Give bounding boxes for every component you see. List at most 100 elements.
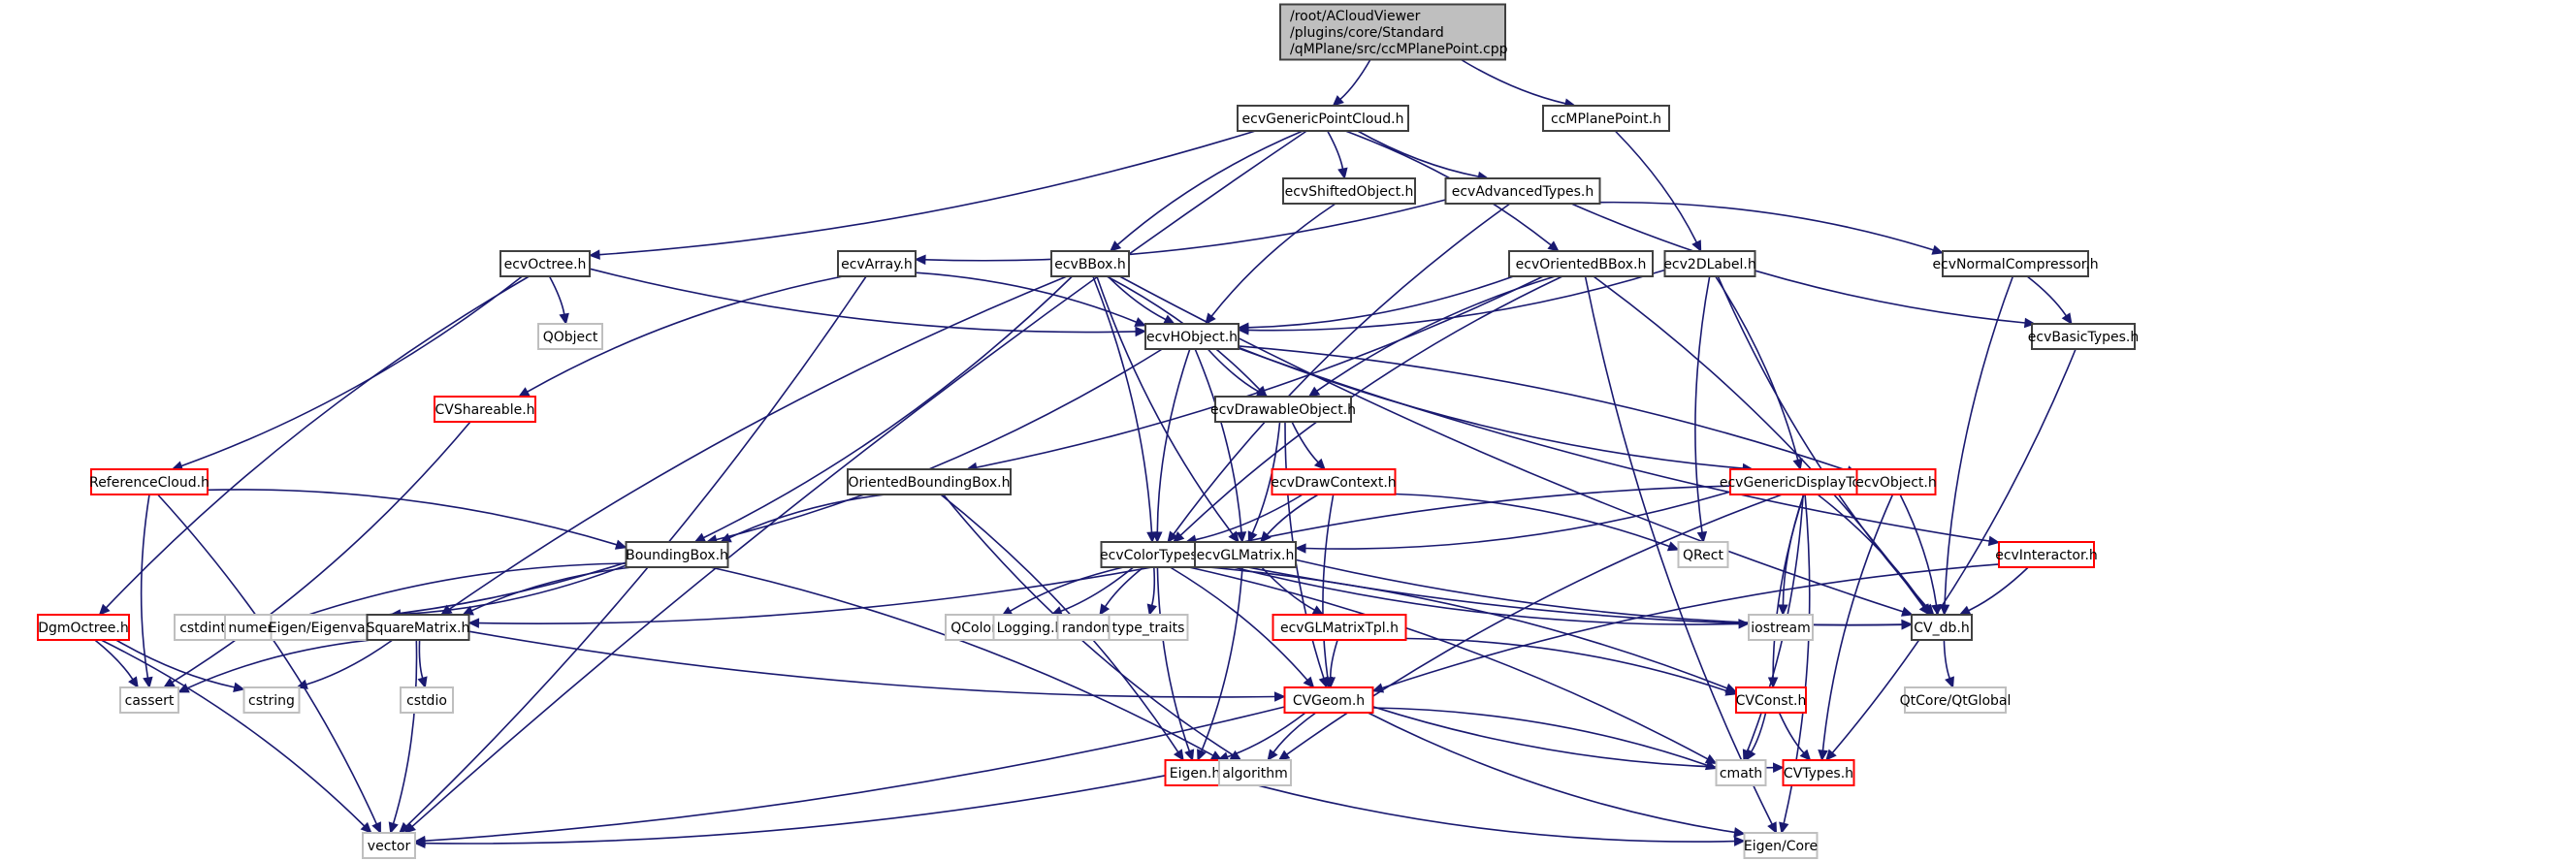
- node-ecvArray[interactable]: ecvArray.h: [837, 250, 917, 277]
- edge-ecvOctree-to-QObject: [548, 275, 569, 326]
- edge-ecvOrientedBBox-to-OrientedBoundingBox: [965, 275, 1544, 473]
- node-ecvDrawableObject[interactable]: ecvDrawableObject.h: [1210, 396, 1356, 423]
- node-ccMPlanePoint[interactable]: ccMPlanePoint.h: [1542, 105, 1670, 132]
- node-CVTypes[interactable]: CVTypes.h: [1782, 759, 1855, 786]
- node-ecvGLMatrix[interactable]: ecvGLMatrix.h: [1194, 541, 1297, 568]
- edge-ccMPlanePoint-to-ecv2DLabel: [1614, 130, 1702, 253]
- node-cstdint[interactable]: cstdint: [174, 614, 232, 641]
- node-box: [1283, 686, 1374, 714]
- node-CVGeom[interactable]: CVGeom.h: [1283, 686, 1374, 714]
- node-ecvGenericPointCloud[interactable]: ecvGenericPointCloud.h: [1237, 105, 1409, 132]
- node-ecvColorTypes[interactable]: ecvColorTypes.h: [1100, 541, 1210, 568]
- node-box: [1542, 105, 1670, 132]
- node-ecvAdvancedTypes[interactable]: ecvAdvancedTypes.h: [1444, 177, 1601, 205]
- node-ecvDrawContext[interactable]: ecvDrawContext.h: [1271, 468, 1397, 495]
- node-QObject[interactable]: QObject: [537, 323, 603, 350]
- arrowhead-icon: [1167, 530, 1178, 543]
- node-random[interactable]: random: [1056, 614, 1120, 641]
- node-SquareMatrix[interactable]: SquareMatrix.h: [366, 614, 470, 641]
- node-CVShareable[interactable]: CVShareable.h: [434, 396, 536, 423]
- node-QColor[interactable]: QColor: [945, 614, 1003, 641]
- arrowhead-icon: [1173, 749, 1184, 762]
- node-EigenCore[interactable]: Eigen/Core: [1743, 832, 1819, 859]
- node-Eigen[interactable]: Eigen.h: [1164, 759, 1226, 786]
- node-ecvInteractor[interactable]: ecvInteractor.h: [1995, 541, 2098, 568]
- edge-line: [306, 639, 394, 686]
- edge-ecvOrientedBBox-to-EigenCore: [1584, 275, 1778, 835]
- node-ecvHObject[interactable]: ecvHObject.h: [1144, 323, 1240, 350]
- edge-line: [1316, 275, 1556, 392]
- node-ecvOrientedBBox[interactable]: ecvOrientedBBox.h: [1508, 250, 1654, 277]
- node-BoundingBox[interactable]: BoundingBox.h: [625, 541, 729, 568]
- node-ecvBasicTypes[interactable]: ecvBasicTypes.h: [2028, 323, 2139, 350]
- node-Logging[interactable]: Logging.h: [992, 614, 1068, 641]
- node-cstdio[interactable]: cstdio: [400, 686, 454, 714]
- node-box: [1218, 759, 1292, 786]
- arrowhead-icon: [1547, 240, 1560, 252]
- edge-ecvGenericPointCloud-to-ecvShiftedObject: [1326, 130, 1348, 180]
- node-vector[interactable]: vector: [362, 832, 416, 859]
- node-box: [119, 686, 179, 714]
- node-ecvObject[interactable]: ecvObject.h: [1855, 468, 1937, 495]
- arrowhead-icon: [1228, 530, 1240, 543]
- node-box: [1194, 541, 1297, 568]
- node-ecv2DLabel[interactable]: ecv2DLabel.h: [1663, 250, 1756, 277]
- arrowhead-icon: [177, 683, 190, 693]
- node-ecvShiftedObject[interactable]: ecvShiftedObject.h: [1282, 177, 1416, 205]
- arrowhead-icon: [162, 677, 176, 688]
- edge-ecvInteractor-to-CVGeom: [1371, 563, 2000, 693]
- node-label: ecvGenericPointCloud.h: [1242, 112, 1404, 127]
- edge-OrientedBoundingBox-to-BoundingBox: [719, 494, 886, 543]
- node-ecvGLMatrixTpl[interactable]: ecvGLMatrixTpl.h: [1272, 614, 1407, 641]
- node-OrientedBoundingBox[interactable]: OrientedBoundingBox.h: [847, 468, 1012, 495]
- edge-ecvHObject-to-BoundingBox: [705, 348, 1163, 545]
- node-root[interactable]: /root/ACloudViewer/plugins/core/Standard…: [1279, 3, 1508, 61]
- node-box: [992, 614, 1068, 641]
- edge-ecvGenericPointCloud-to-ecvOctree: [588, 130, 1256, 260]
- node-cassert[interactable]: cassert: [119, 686, 179, 714]
- node-box: [1050, 250, 1130, 277]
- arrowhead-icon: [1691, 239, 1702, 253]
- edge-line: [1201, 566, 1243, 752]
- node-cmath[interactable]: cmath: [1715, 759, 1767, 786]
- node-cstring[interactable]: cstring: [242, 686, 301, 714]
- node-ReferenceCloud[interactable]: ReferenceCloud.h: [89, 468, 209, 495]
- node-ecvOctree[interactable]: ecvOctree.h: [499, 250, 591, 277]
- edge-CVGeom-to-cmath: [1372, 707, 1718, 771]
- node-DgmOctree[interactable]: DgmOctree.h: [37, 614, 130, 641]
- node-type_traits[interactable]: type_traits: [1108, 614, 1189, 641]
- edge-SquareMatrix-to-vector: [388, 639, 418, 835]
- edge-line: [1060, 566, 1135, 613]
- edge-ecvObject-to-CVTypes: [1818, 494, 1894, 762]
- edge-line: [418, 639, 424, 679]
- arrowhead-icon: [1237, 325, 1249, 335]
- edge-line: [1227, 712, 1306, 758]
- node-CV_db[interactable]: CV_db.h: [1911, 614, 1973, 641]
- node-CVConst[interactable]: CVConst.h: [1735, 686, 1807, 714]
- edge-line: [1291, 421, 1319, 463]
- arrowhead-icon: [1325, 677, 1336, 689]
- edge-line: [1092, 275, 1153, 533]
- node-ecvNormalCompressor[interactable]: ecvNormalCompressor.h: [1932, 250, 2099, 277]
- node-ecvBBox[interactable]: ecvBBox.h: [1050, 250, 1130, 277]
- node-label: ecvNormalCompressor.h: [1932, 257, 2098, 272]
- edge-CVConst-to-CVTypes: [1778, 712, 1812, 761]
- node-QRect[interactable]: QRect: [1677, 541, 1729, 568]
- edge-ReferenceCloud-to-cassert: [140, 494, 153, 689]
- edge-line: [1405, 637, 1727, 692]
- node-iostream[interactable]: iostream: [1748, 614, 1814, 641]
- node-box: [847, 468, 1012, 495]
- node-box: [837, 250, 917, 277]
- edge-ecvNormalCompressor-to-CV_db: [1939, 275, 2014, 617]
- edge-line: [710, 566, 1214, 756]
- edge-line: [400, 564, 627, 616]
- node-QtGlobal[interactable]: QtCore/QtGlobal: [1900, 686, 2012, 714]
- edge-line: [1943, 639, 1950, 679]
- node-label: numeric: [228, 621, 283, 636]
- edge-line: [1238, 345, 1849, 472]
- edge-Eigen-to-vector: [413, 775, 1166, 848]
- edge-line: [598, 130, 1256, 256]
- node-label: CV_db.h: [1914, 621, 1969, 636]
- node-algorithm[interactable]: algorithm: [1218, 759, 1292, 786]
- node-label: iostream: [1751, 621, 1811, 636]
